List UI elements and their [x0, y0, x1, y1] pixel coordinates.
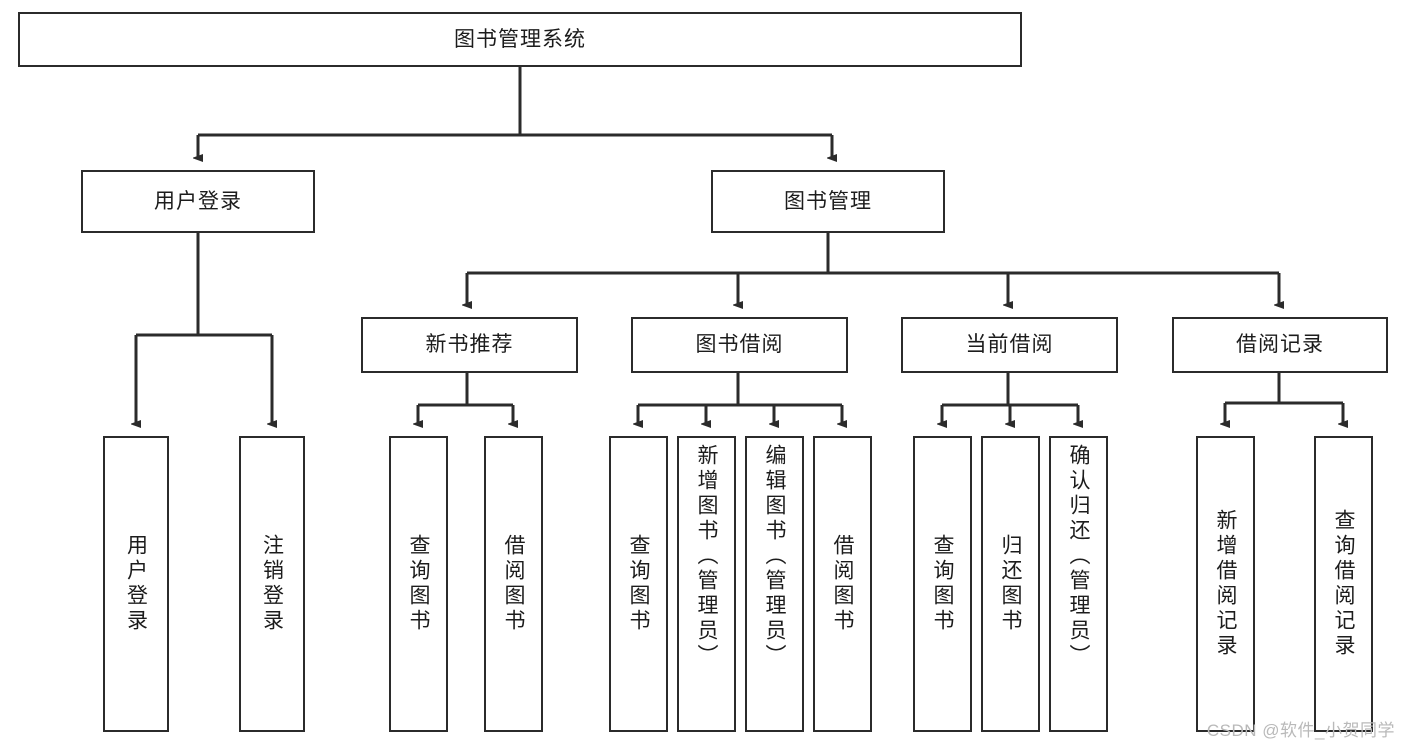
- node-leaf-logout-login-label: 注销登录: [260, 534, 284, 634]
- node-leaf-add-book-label: 新增图书（管理员）: [695, 444, 718, 669]
- node-leaf-borrow-book-2[interactable]: 借阅图书: [813, 436, 872, 732]
- node-leaf-query-book-3[interactable]: 查询图书: [913, 436, 972, 732]
- node-book-borrow-label: 图书借阅: [695, 333, 784, 357]
- node-leaf-return-book-label: 归还图书: [999, 534, 1022, 634]
- node-user-login-label: 用户登录: [154, 189, 242, 213]
- node-leaf-logout-login[interactable]: 注销登录: [239, 436, 305, 732]
- node-leaf-add-record[interactable]: 新增借阅记录: [1196, 436, 1255, 732]
- node-book-borrow[interactable]: 图书借阅: [631, 317, 848, 373]
- node-leaf-borrow-book-2-label: 借阅图书: [831, 534, 854, 634]
- node-leaf-query-book-3-label: 查询图书: [931, 534, 954, 634]
- node-leaf-borrow-book-1-label: 借阅图书: [502, 534, 525, 634]
- node-leaf-user-login-label: 用户登录: [124, 534, 148, 634]
- node-leaf-query-book-2[interactable]: 查询图书: [609, 436, 668, 732]
- node-leaf-confirm-return-label: 确认归还（管理员）: [1067, 444, 1090, 669]
- node-user-login[interactable]: 用户登录: [81, 170, 315, 233]
- node-current-borrow[interactable]: 当前借阅: [901, 317, 1118, 373]
- node-leaf-confirm-return[interactable]: 确认归还（管理员）: [1049, 436, 1108, 732]
- node-leaf-query-record-label: 查询借阅记录: [1332, 509, 1355, 659]
- node-new-book-recommend[interactable]: 新书推荐: [361, 317, 578, 373]
- node-book-manage-label: 图书管理: [784, 189, 872, 213]
- node-leaf-add-book[interactable]: 新增图书（管理员）: [677, 436, 736, 732]
- node-borrow-record-label: 借阅记录: [1236, 333, 1324, 357]
- node-book-manage[interactable]: 图书管理: [711, 170, 945, 233]
- node-leaf-query-book-2-label: 查询图书: [627, 534, 650, 634]
- node-leaf-borrow-book-1[interactable]: 借阅图书: [484, 436, 543, 732]
- node-leaf-query-book-1[interactable]: 查询图书: [389, 436, 448, 732]
- node-leaf-edit-book-label: 编辑图书（管理员）: [763, 444, 786, 669]
- node-root[interactable]: 图书管理系统: [18, 12, 1022, 67]
- node-leaf-user-login[interactable]: 用户登录: [103, 436, 169, 732]
- node-leaf-query-book-1-label: 查询图书: [407, 534, 430, 634]
- node-current-borrow-label: 当前借阅: [965, 333, 1054, 357]
- node-leaf-return-book[interactable]: 归还图书: [981, 436, 1040, 732]
- node-leaf-edit-book[interactable]: 编辑图书（管理员）: [745, 436, 804, 732]
- node-root-label: 图书管理系统: [454, 27, 586, 51]
- node-new-book-recommend-label: 新书推荐: [425, 333, 514, 357]
- node-leaf-add-record-label: 新增借阅记录: [1214, 509, 1237, 659]
- node-borrow-record[interactable]: 借阅记录: [1172, 317, 1388, 373]
- node-leaf-query-record[interactable]: 查询借阅记录: [1314, 436, 1373, 732]
